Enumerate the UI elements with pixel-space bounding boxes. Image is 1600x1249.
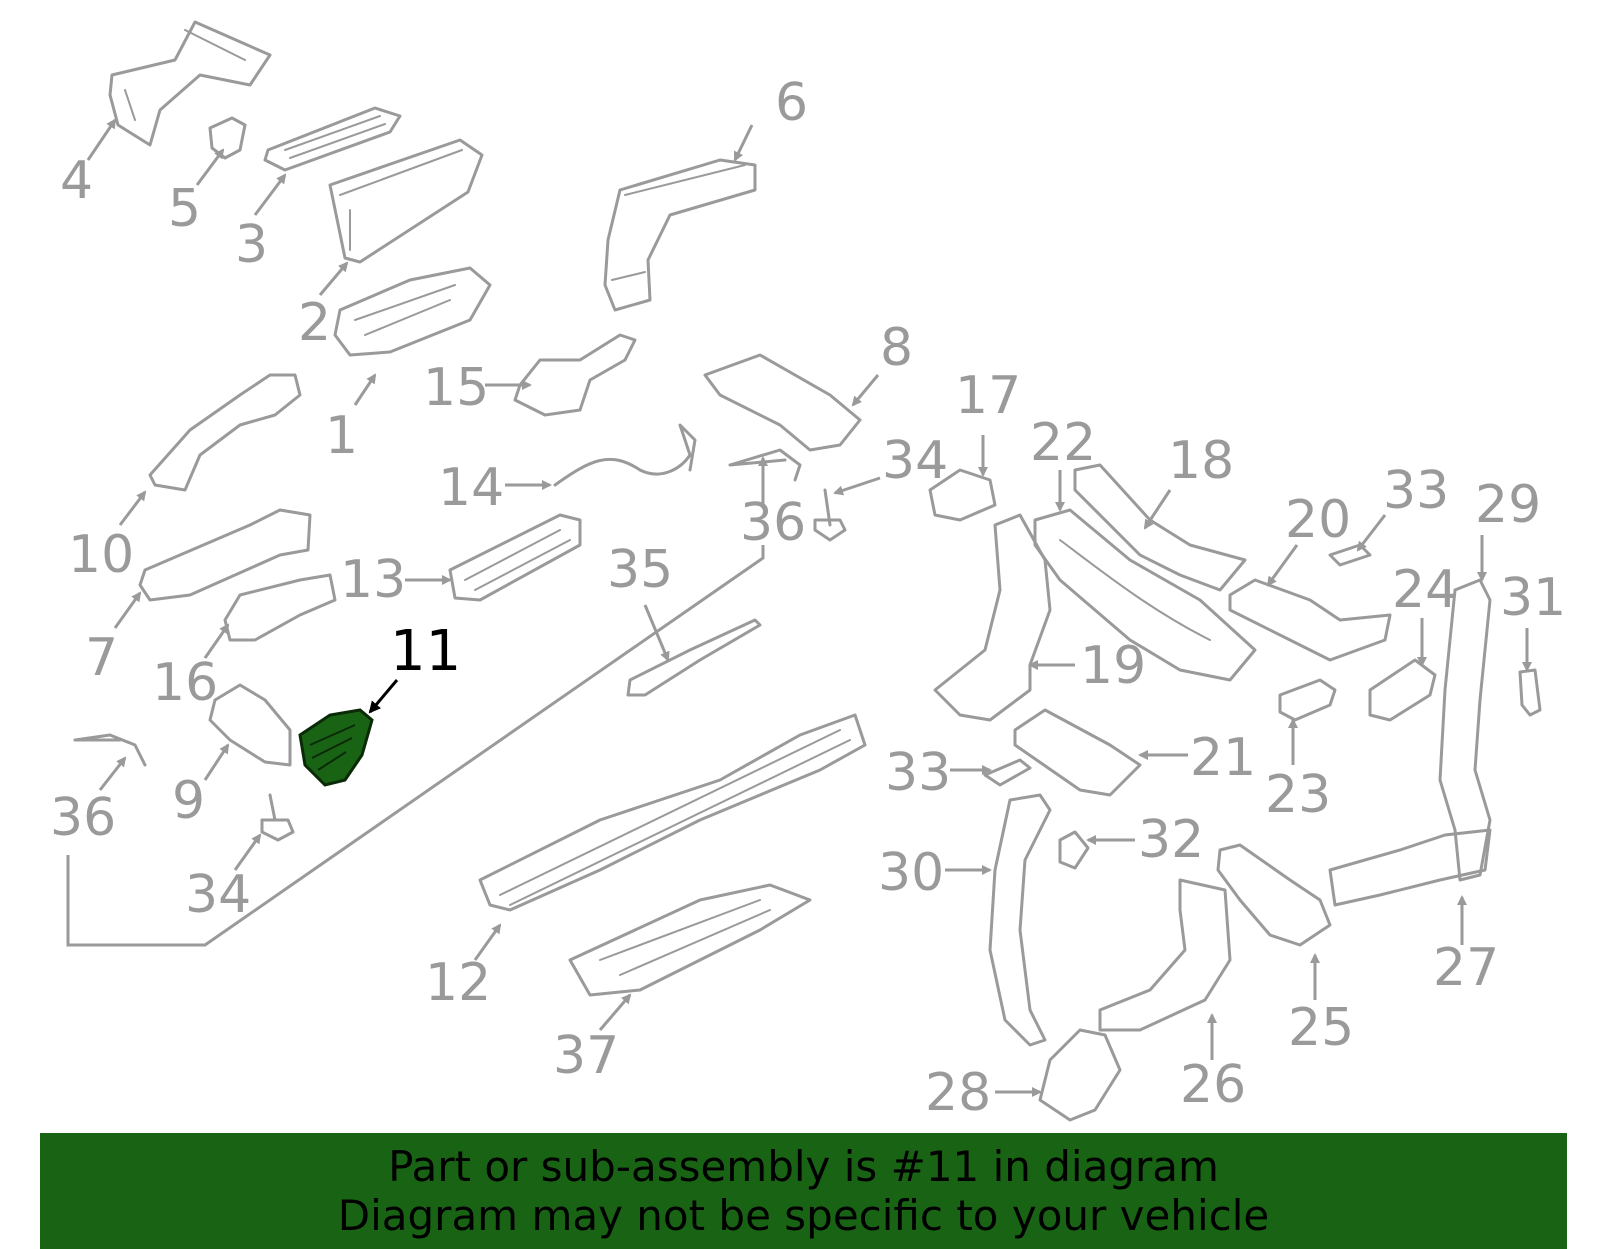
callout-15: 15: [423, 358, 489, 418]
callout-34a: 34: [882, 431, 948, 491]
callout-34b: 34: [185, 865, 251, 925]
callout-9: 9: [172, 771, 205, 831]
part-12-panel: [478, 713, 867, 912]
part-23-bracket: [1278, 678, 1337, 722]
callout-37: 37: [553, 1026, 619, 1086]
part-29-duct: [1438, 578, 1492, 882]
callout-28: 28: [925, 1063, 991, 1123]
callout-27: 27: [1433, 938, 1499, 998]
callout-3: 3: [235, 215, 268, 275]
part-18-duct: [1073, 463, 1247, 592]
part-11-vent-highlighted: [298, 708, 374, 787]
part-14-hose: [553, 423, 697, 487]
callout-26: 26: [1180, 1055, 1246, 1115]
group-bracket-line: [66, 545, 765, 947]
part-17-bracket: [928, 468, 997, 522]
part-21-duct: [1013, 708, 1142, 797]
callout-20: 20: [1285, 490, 1351, 550]
callout-35: 35: [607, 540, 673, 600]
callout-5: 5: [168, 179, 201, 239]
callout-33b: 33: [885, 743, 951, 803]
callout-labels: 4 5 3 2 6 15 1 8 17 34 22 18 33 29 14 10…: [50, 73, 1566, 1123]
part-5-clip: [208, 116, 247, 160]
callout-18: 18: [1168, 431, 1234, 491]
info-banner: Part or sub-assembly is #11 in diagram D…: [40, 1133, 1567, 1249]
part-16-duct: [223, 573, 337, 642]
part-33-clip-bottom: [983, 758, 1032, 787]
callout-7: 7: [85, 628, 118, 688]
callout-22: 22: [1030, 413, 1096, 473]
part-27-duct: [1328, 828, 1492, 907]
callout-29: 29: [1475, 475, 1541, 535]
callout-23: 23: [1265, 765, 1331, 825]
callout-36a: 36: [740, 493, 806, 553]
part-33-clip-top: [1328, 543, 1372, 567]
callout-4: 4: [60, 151, 93, 211]
callout-24: 24: [1392, 560, 1458, 620]
callout-8: 8: [880, 318, 913, 378]
part-2-vent-housing: [328, 138, 484, 264]
callout-10: 10: [68, 525, 134, 585]
part-25-duct: [1216, 843, 1332, 947]
part-24-bracket: [1368, 658, 1437, 722]
callout-16: 16: [152, 653, 218, 713]
part-4-duct: [108, 20, 272, 147]
banner-line-2: Diagram may not be specific to your vehi…: [337, 1191, 1270, 1240]
part-34-bolt-top: [813, 488, 847, 542]
part-3-grille: [263, 106, 402, 172]
part-36-seal-top: [728, 448, 802, 482]
callout-19: 19: [1080, 636, 1146, 696]
part-15-bracket: [513, 333, 637, 417]
leader-lines: [86, 118, 1532, 1097]
part-20-duct: [1228, 578, 1392, 662]
part-22-duct: [1033, 508, 1257, 682]
callout-21: 21: [1190, 728, 1256, 788]
callout-36b: 36: [50, 788, 116, 848]
callout-17: 17: [955, 366, 1021, 426]
callout-30: 30: [878, 843, 944, 903]
callout-31: 31: [1500, 568, 1566, 628]
part-34-bolt-bottom: [260, 793, 295, 842]
part-13-vent: [448, 513, 582, 602]
callout-33a: 33: [1383, 461, 1449, 521]
part-6-duct: [603, 158, 757, 312]
part-9-duct: [208, 683, 292, 767]
part-10-duct: [148, 373, 302, 492]
callout-6: 6: [775, 73, 808, 133]
part-31-clip: [1518, 668, 1542, 717]
callout-1: 1: [325, 406, 358, 466]
part-8-duct: [703, 353, 862, 452]
callout-11-highlighted: 11: [390, 619, 461, 684]
callout-14: 14: [438, 458, 504, 518]
part-26-duct: [1098, 878, 1232, 1032]
part-35-strip: [626, 618, 762, 697]
part-28-duct: [1038, 1028, 1122, 1122]
part-36-seal-bottom: [73, 733, 147, 767]
part-37-panel: [568, 883, 812, 997]
part-32-clip: [1058, 830, 1090, 870]
part-30-duct: [988, 793, 1052, 1047]
callout-2: 2: [298, 293, 331, 353]
callout-32: 32: [1138, 810, 1204, 870]
part-19-duct: [933, 513, 1052, 722]
callout-13: 13: [340, 550, 406, 610]
callout-25: 25: [1288, 998, 1354, 1058]
callout-12: 12: [425, 953, 491, 1013]
part-7-duct: [138, 508, 312, 602]
banner-line-1: Part or sub-assembly is #11 in diagram: [388, 1142, 1219, 1191]
part-1-vent: [333, 266, 492, 357]
